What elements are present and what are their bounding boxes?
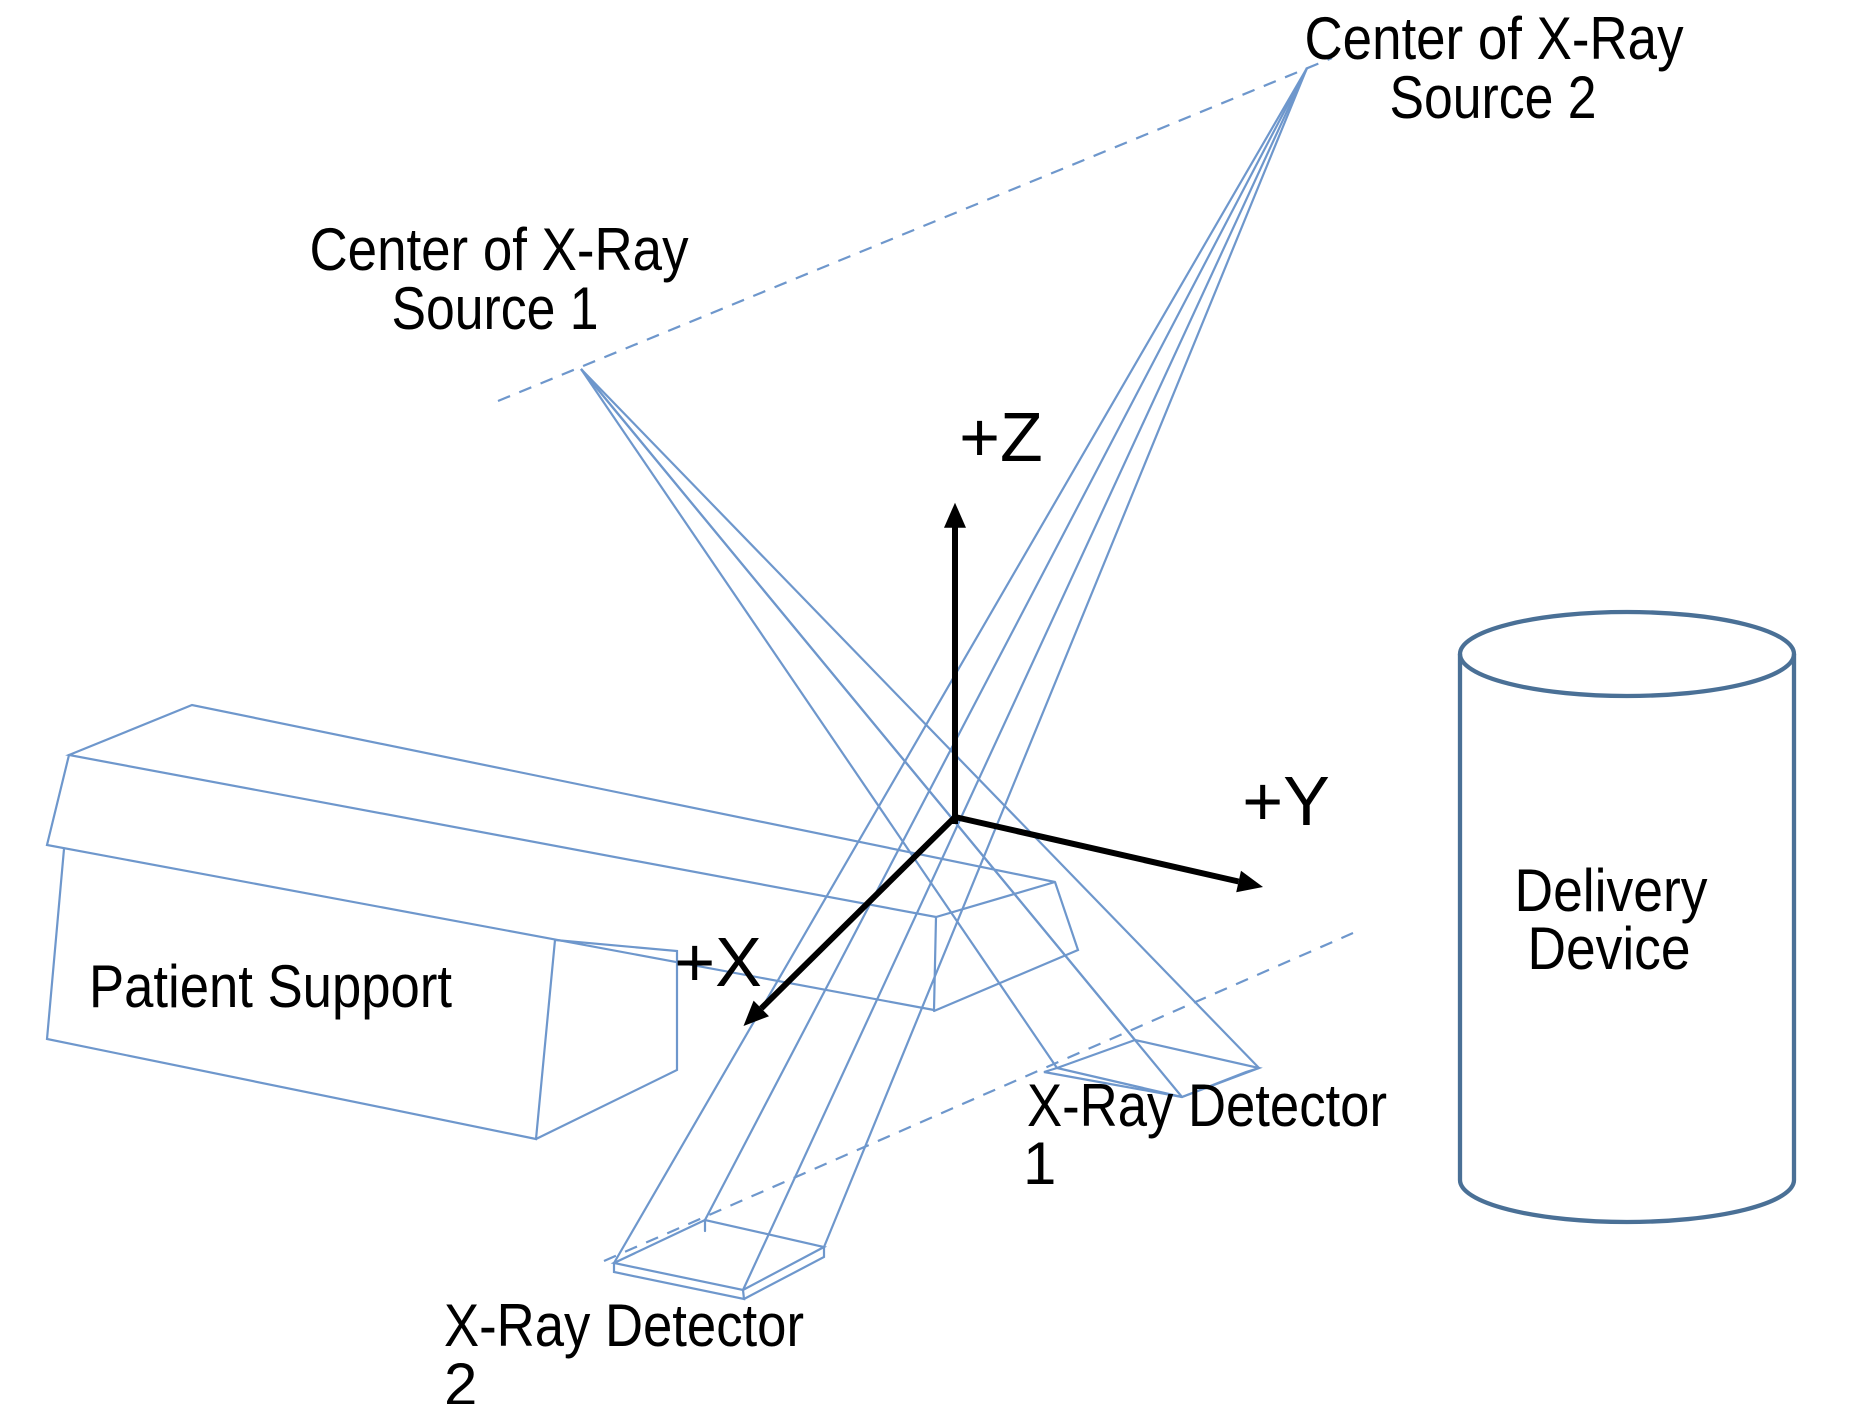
svg-text:Device: Device xyxy=(1528,915,1691,982)
svg-text:X-Ray Detector: X-Ray Detector xyxy=(444,1292,804,1359)
svg-text:+X: +X xyxy=(674,923,762,1001)
svg-text:Source 2: Source 2 xyxy=(1390,64,1597,131)
svg-text:2: 2 xyxy=(444,1351,477,1404)
svg-text:+Z: +Z xyxy=(959,398,1043,476)
svg-text:Center of X-Ray: Center of X-Ray xyxy=(310,216,689,283)
svg-text:Center of X-Ray: Center of X-Ray xyxy=(1305,5,1684,72)
svg-text:Source 1: Source 1 xyxy=(392,275,599,342)
svg-text:X-Ray Detector: X-Ray Detector xyxy=(1027,1072,1387,1139)
svg-text:Patient Support: Patient Support xyxy=(89,953,452,1020)
svg-text:1: 1 xyxy=(1023,1130,1056,1197)
svg-text:+Y: +Y xyxy=(1242,762,1330,840)
svg-text:Delivery: Delivery xyxy=(1515,857,1708,924)
